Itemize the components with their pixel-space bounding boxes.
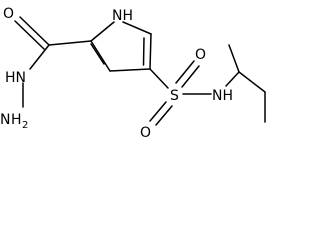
carbonyl-oxygen-label: O	[3, 6, 14, 22]
bond-nh-ch	[225, 71, 240, 87]
bond-s-o-bottom-a	[149, 101, 167, 122]
bond-c4-c3	[109, 68, 151, 72]
bond-c2-carbonyl	[48, 40, 92, 46]
bond-c4-s	[149, 68, 169, 89]
bond-c5-c4-double	[142, 37, 145, 66]
bond-s-o-bottom-b	[155, 105, 173, 126]
bond-carbonyl-o-double	[14, 20, 45, 50]
hydrazide-h2-subscript: 2	[22, 120, 28, 131]
sulfur-label: S	[170, 88, 179, 104]
sulfonamide-nh-label: NH	[212, 88, 233, 104]
sulfonyl-oxygen-bottom-label: O	[140, 125, 151, 139]
bond-carbonyl-nh	[29, 44, 50, 70]
bond-s-o-top-b	[181, 65, 200, 88]
bond-s-o-top-a	[175, 60, 195, 84]
bond-ch-ch2	[238, 71, 266, 93]
bond-c3-c2	[90, 40, 111, 72]
bond-n1-c2	[90, 21, 115, 42]
structure-canvas: NH O HN N H 2 S O O NH	[0, 6, 266, 139]
hydrazide-n-label: N	[0, 112, 10, 128]
ring-nh-label: NH	[112, 8, 133, 24]
molecule-diagram: NH O HN N H 2 S O O NH	[0, 6, 266, 139]
hydrazide-h-label: H	[11, 112, 22, 128]
bond-c3-c2-double	[90, 43, 105, 65]
bond-c5-c4	[149, 33, 152, 70]
bond-carbonyl-o	[19, 16, 50, 46]
sulfonyl-oxygen-top-label: O	[195, 47, 206, 63]
bond-n1-c5	[122, 21, 152, 35]
hydrazide-nh-label: HN	[5, 70, 26, 86]
bond-ch-methyl	[228, 44, 240, 73]
